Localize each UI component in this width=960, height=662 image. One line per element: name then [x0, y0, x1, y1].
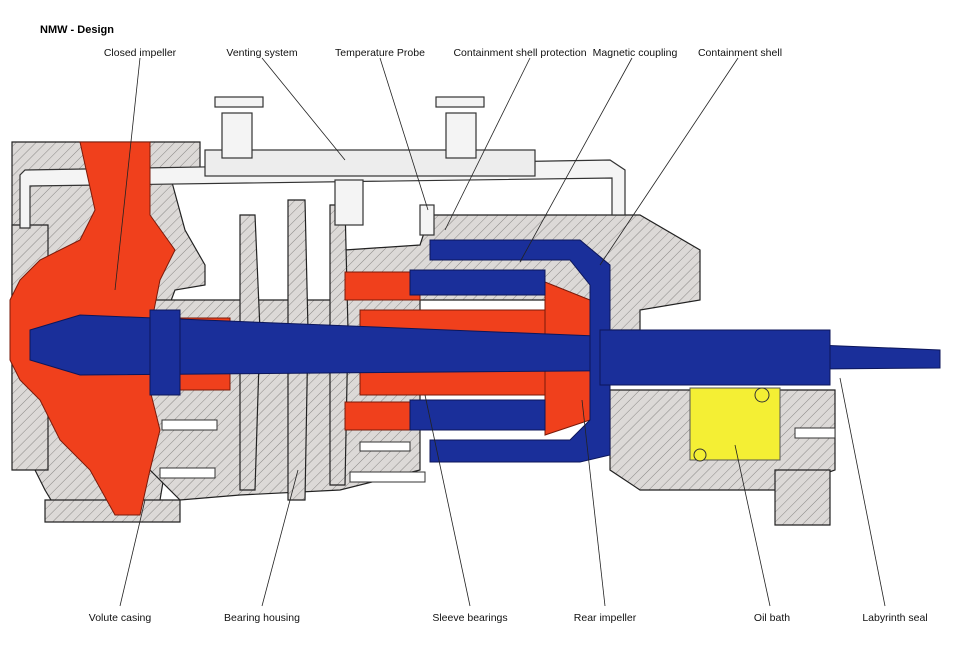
label-rear-impeller: Rear impeller [573, 612, 637, 624]
label-temperature-probe: Temperature Probe [335, 47, 425, 59]
label-containment-shell: Containment shell [697, 47, 783, 59]
label-containment-shell-protection: Containment shell protection [453, 47, 587, 59]
venting-pipework [19, 96, 626, 236]
leader-lines [114, 57, 886, 607]
diagram-title: NMW - Design [40, 24, 114, 36]
oil-bath-plug [693, 448, 707, 462]
label-sleeve-bearings: Sleeve bearings [432, 612, 508, 624]
label-bearing-housing: Bearing housing [224, 612, 300, 624]
label-oil-bath: Oil bath [753, 612, 791, 624]
oil-sight-glass [754, 387, 770, 403]
bolts [159, 419, 836, 483]
label-volute-casing: Volute casing [88, 612, 152, 624]
label-labyrinth-seal: Labyrinth seal [862, 612, 928, 624]
label-venting-system: Venting system [226, 47, 298, 59]
label-magnetic-coupling: Magnetic coupling [592, 47, 678, 59]
rotor-parts [29, 239, 941, 463]
label-closed-impeller: Closed impeller [103, 47, 177, 59]
